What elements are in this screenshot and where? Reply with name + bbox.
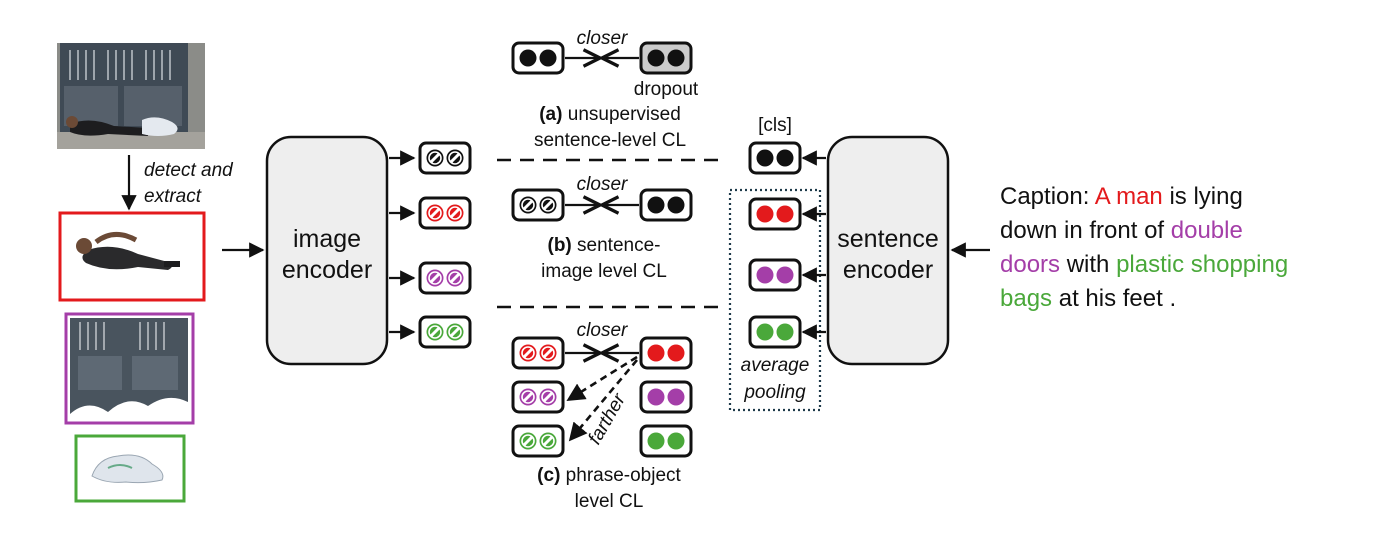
cls-label: [cls] xyxy=(758,115,792,136)
caption-line-3: doors with plastic shopping xyxy=(1000,251,1288,278)
average-pooling-box xyxy=(728,188,822,412)
pooling-label: pooling xyxy=(743,382,806,403)
closer-label-a: closer xyxy=(577,28,628,49)
section-c xyxy=(511,336,693,458)
b-image-token xyxy=(511,188,565,222)
sentence-encoder-label-2: encoder xyxy=(843,256,933,284)
sentence-token-purple xyxy=(748,258,802,292)
sentence-encoder-box xyxy=(826,135,950,366)
image-encoder-label-2: encoder xyxy=(282,256,372,284)
caption-is-lying: is lying xyxy=(1163,183,1243,210)
image-embeddings xyxy=(389,141,472,349)
c-farther-arrow-purple xyxy=(566,355,638,402)
doors-crop xyxy=(64,312,195,425)
dropout-label: dropout xyxy=(634,79,699,100)
caption-with: with xyxy=(1060,251,1116,278)
caption-at-his-feet: at his feet . xyxy=(1052,285,1176,312)
c-farther-arrow-green xyxy=(568,359,638,442)
c-phrase-token-purple xyxy=(639,380,693,414)
sentence-embeddings xyxy=(748,141,826,349)
image-token-red xyxy=(418,196,472,230)
sentence-token-green xyxy=(748,315,802,349)
section-c-tag: (c) xyxy=(537,465,560,486)
caption-line-4: bags at his feet . xyxy=(1000,285,1176,312)
b-sentence-token xyxy=(639,188,693,222)
caption-plastic-shopping: plastic shopping xyxy=(1116,251,1288,278)
c-phrase-token-green xyxy=(639,424,693,458)
section-a-line1: (a) unsupervised xyxy=(539,104,681,125)
c-image-token-green xyxy=(511,424,565,458)
section-a-line2: sentence-level CL xyxy=(534,130,686,151)
a-dropout-token xyxy=(639,41,693,75)
section-c-line1: (c) phrase-object xyxy=(537,465,681,486)
sentence-encoder-label-1: sentence xyxy=(837,225,938,253)
section-a xyxy=(511,41,693,75)
sentence-token-red xyxy=(748,197,802,231)
closer-label-c: closer xyxy=(577,320,628,341)
image-token-green xyxy=(418,315,472,349)
closer-label-b: closer xyxy=(577,174,628,195)
section-b xyxy=(511,188,693,222)
caption-line-1: Caption: A man is lying xyxy=(1000,183,1243,210)
caption-doors: doors xyxy=(1000,251,1060,278)
section-c-rest: phrase-object xyxy=(560,465,681,486)
image-token-purple xyxy=(418,261,472,295)
section-a-tag: (a) xyxy=(539,104,562,125)
detect-label-2: extract xyxy=(144,186,202,207)
caption-a-man: A man xyxy=(1095,183,1163,210)
bag-crop xyxy=(74,434,186,503)
c-image-token-red xyxy=(511,336,565,370)
section-b-line1: (b) sentence- xyxy=(548,235,661,256)
sentence-token-black xyxy=(748,141,802,175)
caption-prefix: Caption: xyxy=(1000,183,1095,210)
caption-double: double xyxy=(1171,217,1243,244)
section-c-line2: level CL xyxy=(575,491,644,512)
caption-bags: bags xyxy=(1000,285,1052,312)
section-a-rest: unsupervised xyxy=(562,104,680,125)
caption-down-in-front: down in front of xyxy=(1000,217,1171,244)
section-b-line2: image level CL xyxy=(541,261,667,282)
a-sentence-token xyxy=(511,41,565,75)
image-encoder-label-1: image xyxy=(293,225,361,253)
man-crop xyxy=(58,211,206,302)
caption-line-2: down in front of double xyxy=(1000,217,1243,244)
image-encoder-box xyxy=(265,135,389,366)
section-b-tag: (b) xyxy=(548,235,572,256)
section-b-rest: sentence- xyxy=(572,235,661,256)
farther-label: farther xyxy=(584,390,630,449)
average-label: average xyxy=(741,355,810,376)
c-image-token-purple xyxy=(511,380,565,414)
detect-label-1: detect and xyxy=(144,160,234,181)
c-phrase-token-red xyxy=(639,336,693,370)
image-token-black xyxy=(418,141,472,175)
source-photo xyxy=(57,43,205,149)
